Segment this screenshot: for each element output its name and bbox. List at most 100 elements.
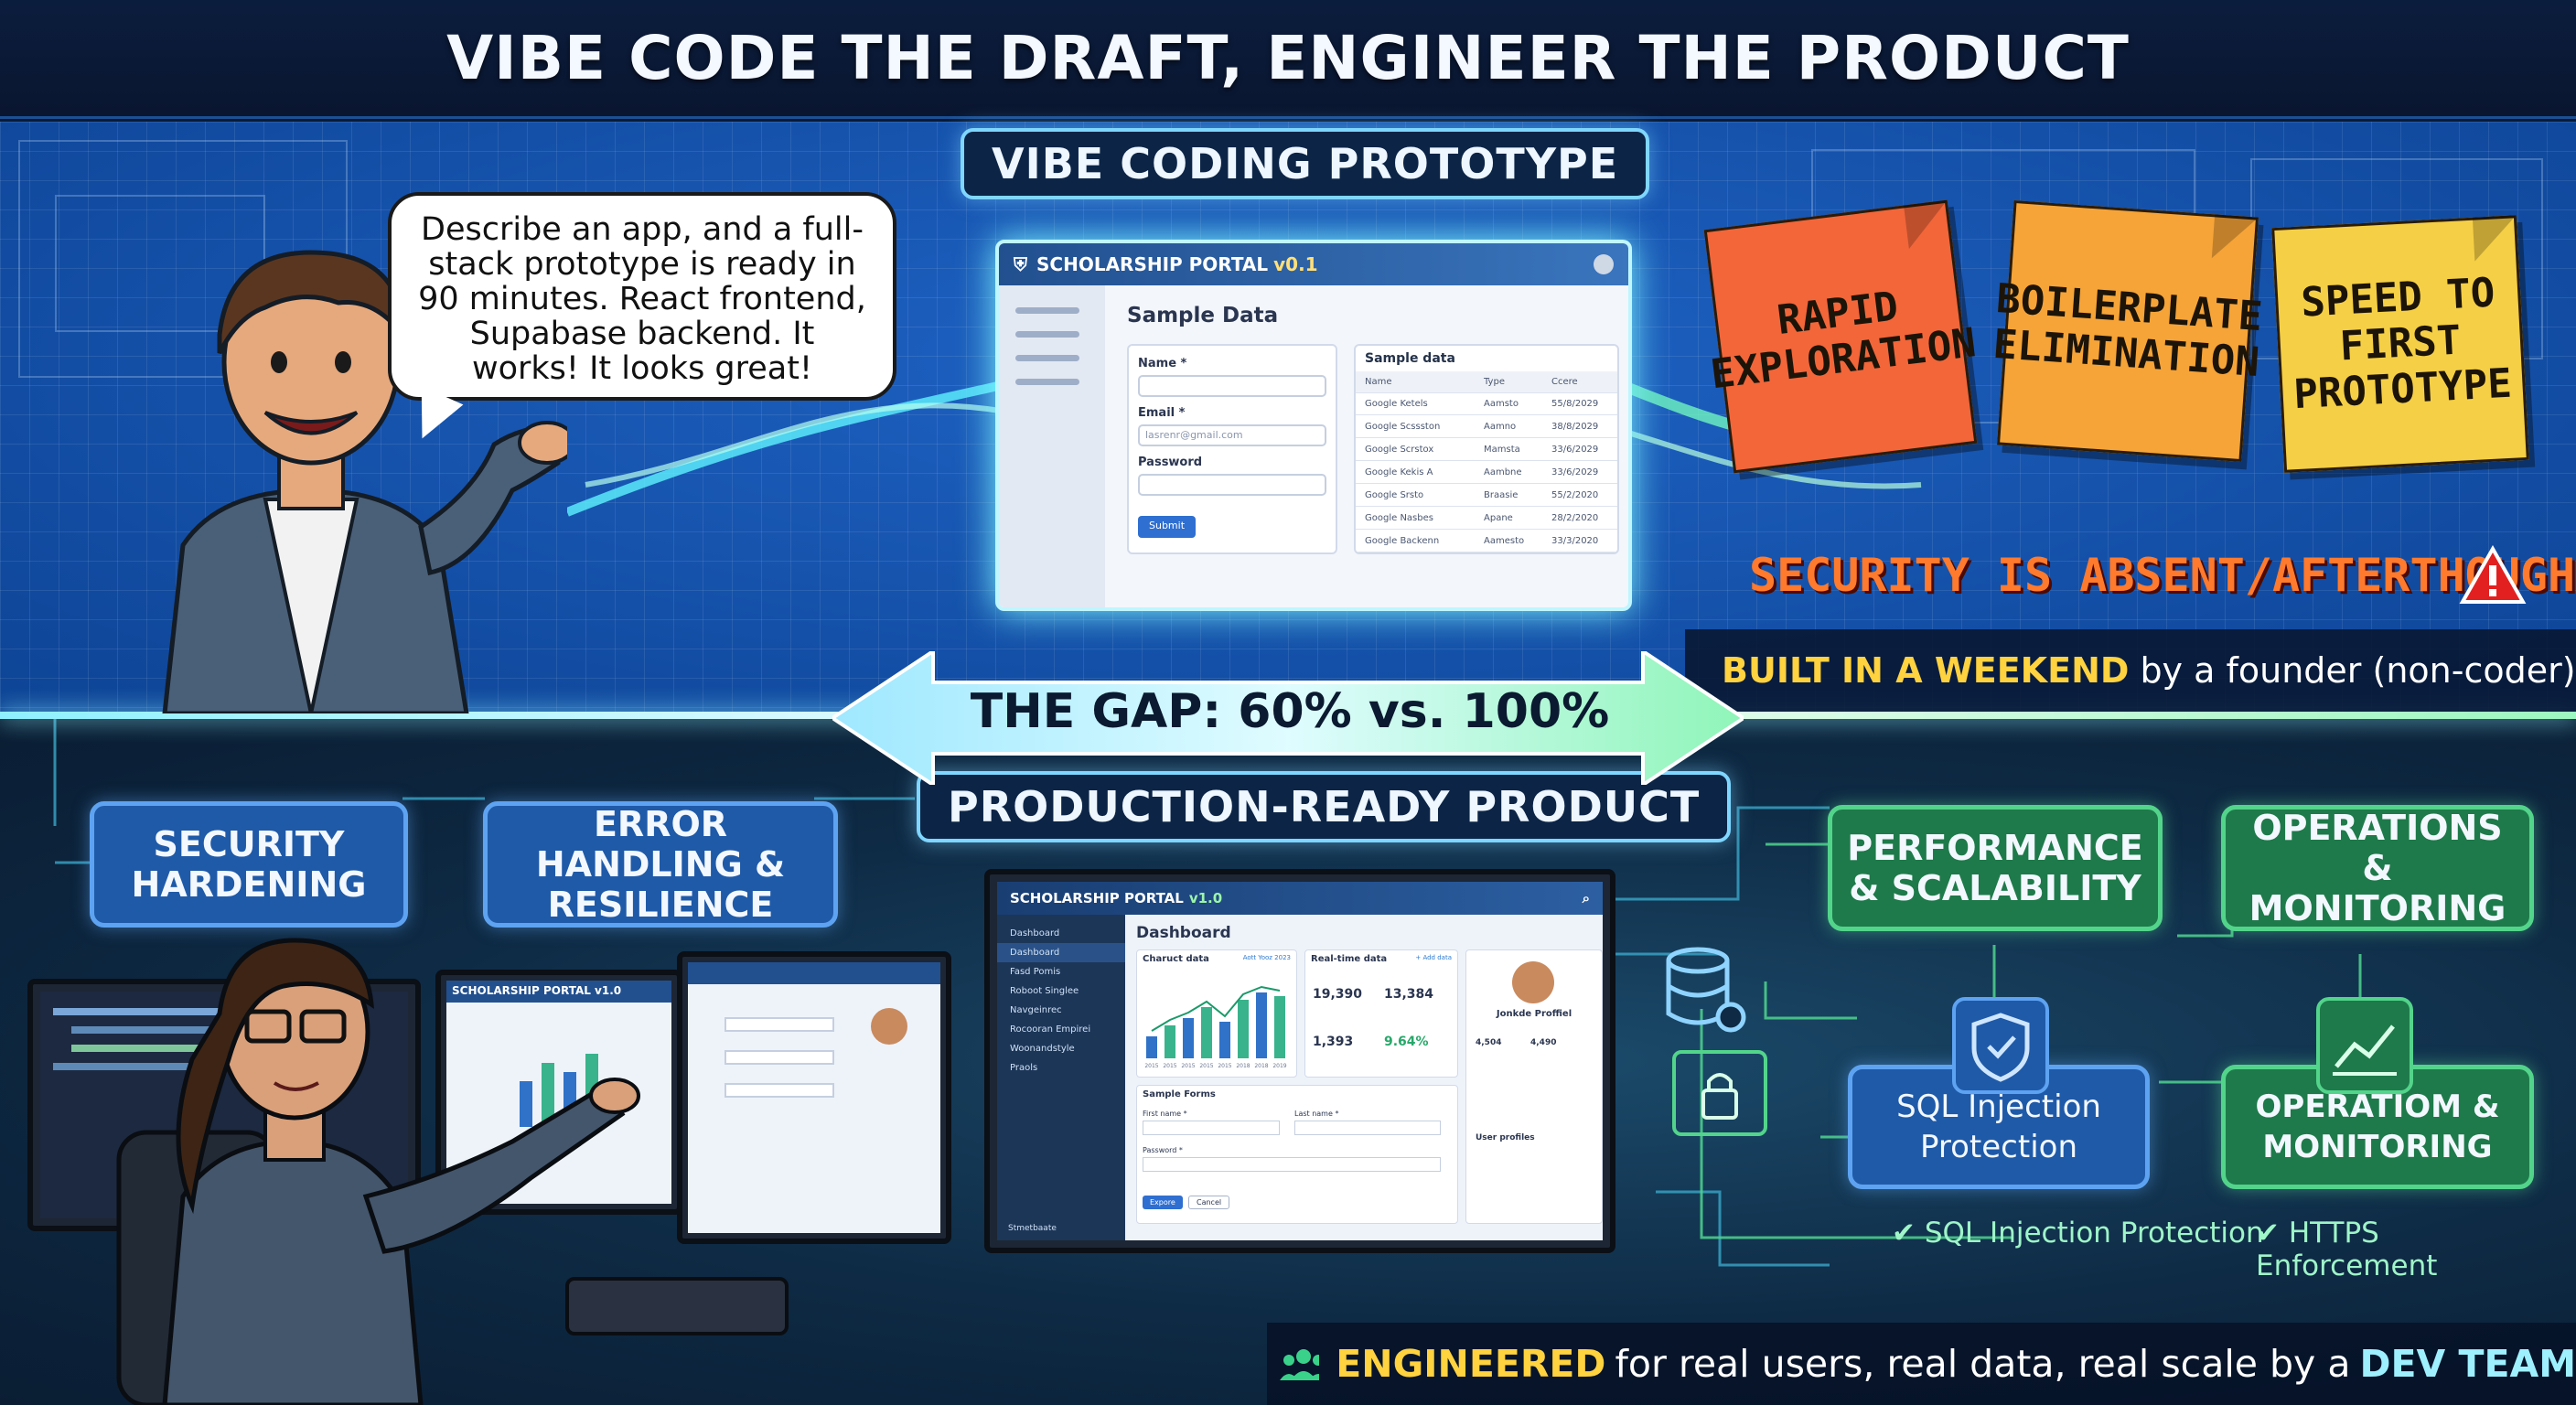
- code-line: [71, 1045, 236, 1052]
- chart-tick-label: 2015: [1199, 1063, 1213, 1069]
- chart-link[interactable]: Aott Yooz 2023: [1242, 954, 1291, 961]
- chart-bar: [1238, 1000, 1249, 1058]
- table-header: Type: [1484, 377, 1505, 387]
- table-cell: Google Nasbes: [1365, 513, 1433, 523]
- first-name-input[interactable]: [1143, 1121, 1280, 1135]
- chart-bar: [1183, 1018, 1194, 1058]
- feature-security-hardening: SECURITY HARDENING: [90, 801, 408, 928]
- table-cell: Aamesto: [1484, 536, 1525, 546]
- code-line: [53, 1008, 236, 1015]
- realtime-title: Real-time data: [1311, 954, 1388, 964]
- chart-tick-label: 2015: [1163, 1063, 1176, 1069]
- search-icon[interactable]: ⌕: [1582, 890, 1590, 906]
- title-bar: VIBE CODE THE DRAFT, ENGINEER THE PRODUC…: [0, 0, 2576, 119]
- table-title: Sample data: [1365, 351, 1455, 366]
- nav-item[interactable]: Navgeinrec: [1010, 1005, 1062, 1015]
- table-row[interactable]: Google Srsto Braasie 55/2/2020: [1356, 485, 1617, 507]
- chart-tick-label: 2018: [1236, 1063, 1250, 1069]
- table-cell: Google Scssston: [1365, 422, 1441, 432]
- small-monitor-title: SCHOLARSHIP PORTAL v1.0: [446, 981, 671, 1003]
- form-title: Sample Forms: [1143, 1089, 1216, 1099]
- last-name-input[interactable]: [1294, 1121, 1441, 1135]
- chart-tick-label: 2019: [1272, 1063, 1286, 1069]
- stat-value: 9.64%: [1384, 1035, 1429, 1049]
- database-gear-icon: [1666, 947, 1746, 1033]
- table-cell: 55/2/2020: [1551, 490, 1599, 500]
- table-cell: Google Srsto: [1365, 490, 1424, 500]
- nav-item[interactable]: Fasd Pomis: [1010, 967, 1061, 977]
- gap-double-arrow: [832, 651, 1744, 785]
- nav-item[interactable]: Rocooran Empirei: [1010, 1024, 1091, 1035]
- window-close-icon[interactable]: [1594, 254, 1614, 274]
- sidebar-item[interactable]: [1015, 355, 1079, 361]
- nav-item[interactable]: Praols: [1010, 1063, 1038, 1073]
- shield-icon: ⛨: [1014, 253, 1027, 275]
- nav-item[interactable]: Dashboard: [997, 943, 1125, 962]
- built-in-weekend-banner: BUILT IN A WEEKEND by a founder (non-cod…: [1685, 629, 2576, 712]
- password-input[interactable]: [1143, 1157, 1441, 1172]
- sticky-note-boilerplate: BOILERPLATE ELIMINATION: [1991, 199, 2264, 463]
- table-header: Ccere: [1551, 377, 1578, 387]
- stat-value: 19,390: [1313, 987, 1363, 1002]
- email-input[interactable]: lasrenr@gmail.com: [1138, 424, 1326, 446]
- profile-stat: 4,490: [1530, 1038, 1557, 1047]
- table-header: Name: [1365, 377, 1392, 387]
- table-cell: Aamno: [1484, 422, 1517, 432]
- form-field[interactable]: [724, 1050, 834, 1065]
- save-button[interactable]: Expore: [1143, 1196, 1183, 1209]
- sidebar-bottom[interactable]: Stmetbaate: [1008, 1224, 1057, 1233]
- cancel-button[interactable]: Cancel: [1188, 1196, 1230, 1209]
- lock-icon: [1672, 1050, 1767, 1136]
- monitoring-chart-icon: [2316, 997, 2413, 1094]
- warning-icon: [2459, 545, 2527, 604]
- profile-card: Jonkde Proffiel 4,504 4,490 User profile…: [1465, 949, 1603, 1224]
- profile-name: Jonkde Proffiel: [1496, 1009, 1572, 1019]
- password-label: Password *: [1143, 1146, 1183, 1154]
- table-cell: 33/6/2029: [1551, 467, 1599, 477]
- nav-item[interactable]: Roboot Singlee: [1010, 986, 1079, 996]
- chart-bar: [1146, 1036, 1157, 1058]
- prototype-app-title: SCHOLARSHIP PORTAL: [1036, 253, 1269, 275]
- chart-title: Charuct data: [1143, 954, 1209, 964]
- table-cell: Google Ketels: [1365, 399, 1428, 409]
- feature-operations: OPERATIONS & MONITORING: [2221, 805, 2534, 931]
- footer-middle: for real users, real data, real scale by…: [1615, 1342, 2351, 1386]
- table-cell: Braasie: [1484, 490, 1519, 500]
- prototype-form: Name * Email * lasrenr@gmail.com Passwor…: [1127, 344, 1337, 554]
- password-label: Password: [1138, 456, 1203, 469]
- code-line: [71, 1026, 309, 1034]
- form-field[interactable]: [724, 1083, 834, 1098]
- password-input[interactable]: [1138, 474, 1326, 496]
- submit-button[interactable]: Submit: [1138, 516, 1197, 538]
- speech-bubble: Describe an app, and a full-stack protot…: [388, 192, 896, 401]
- profiles-title: User profiles: [1476, 1133, 1535, 1142]
- table-cell: 38/8/2029: [1551, 422, 1599, 432]
- name-input[interactable]: [1138, 375, 1326, 397]
- stat-value: 13,384: [1384, 987, 1434, 1002]
- sidebar-item[interactable]: [1015, 307, 1079, 314]
- table-row[interactable]: Google Scssston Aamno 38/8/2029: [1356, 416, 1617, 438]
- sidebar-item[interactable]: [1015, 379, 1079, 385]
- last-name-label: Last name *: [1294, 1110, 1339, 1118]
- sidebar-item[interactable]: [1015, 331, 1079, 338]
- built-highlight: BUILT IN A WEEKEND: [1722, 650, 2130, 691]
- prototype-heading: Sample Data: [1127, 304, 1279, 327]
- first-name-label: First name *: [1143, 1110, 1187, 1118]
- chart-bar: [1274, 996, 1285, 1058]
- realtime-link[interactable]: + Add data: [1415, 954, 1452, 961]
- footer-highlight-devteam: DEV TEAM: [2359, 1342, 2576, 1386]
- team-icon: [1280, 1349, 1320, 1380]
- table-cell: Apane: [1484, 513, 1513, 523]
- nav-item[interactable]: Woonandstyle: [1010, 1044, 1075, 1054]
- form-field[interactable]: [724, 1017, 834, 1032]
- nav-item[interactable]: Dashboard: [1010, 928, 1060, 938]
- name-label: Name *: [1138, 357, 1187, 370]
